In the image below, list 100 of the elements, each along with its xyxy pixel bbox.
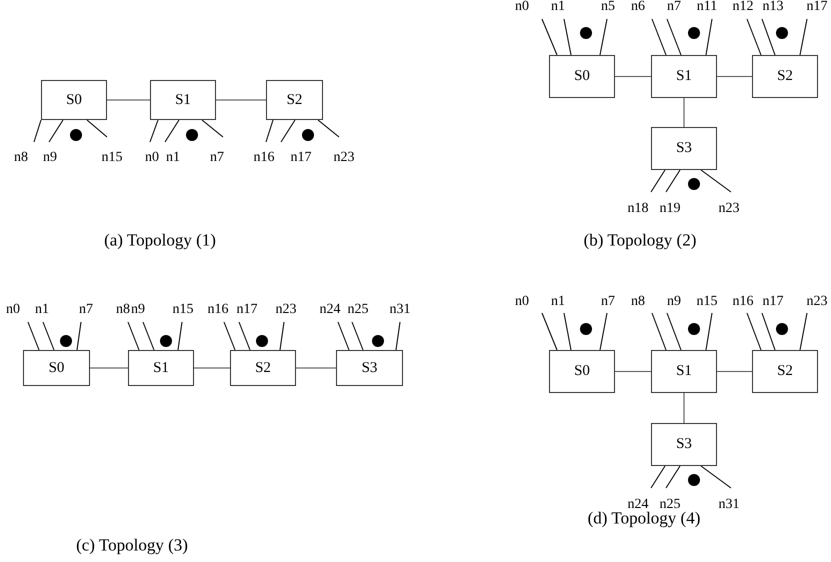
link-line [28, 322, 40, 350]
link-line [800, 18, 808, 56]
host-label: n13 [762, 0, 784, 14]
switch-box: S0 [549, 350, 615, 393]
host-label: n9 [667, 295, 681, 309]
link-line [564, 18, 572, 56]
host-label: n8 [14, 151, 28, 165]
host-label: n18 [628, 202, 648, 216]
link-line [48, 120, 64, 142]
link-line [280, 120, 296, 142]
host-label: n15 [696, 295, 718, 309]
switch-box: S2 [266, 80, 323, 120]
switch-box: S2 [752, 350, 818, 393]
link-line [142, 322, 154, 350]
link-line [396, 322, 400, 350]
host-label: n1 [35, 303, 49, 317]
caption: (a) Topology (1) [104, 232, 216, 248]
host-label: n17 [762, 295, 784, 309]
host-label: n1 [551, 0, 565, 14]
host-label: n23 [806, 295, 828, 309]
host-label: n16 [254, 151, 274, 165]
link-line [564, 312, 572, 350]
switch-box: S3 [651, 127, 717, 170]
link-line [86, 120, 108, 138]
host-label: n6 [631, 0, 645, 14]
link-line [614, 76, 652, 77]
host-label: n16 [208, 303, 228, 317]
link-line [650, 466, 666, 488]
host-label: n25 [660, 498, 680, 512]
switch-box: S3 [651, 423, 717, 466]
host-label: n0 [515, 295, 529, 309]
link-line [716, 371, 752, 372]
host-label: n0 [145, 151, 159, 165]
link-line [542, 312, 558, 350]
host-label: n7 [210, 151, 224, 165]
link-line [164, 120, 180, 142]
switch-box: S1 [651, 55, 717, 98]
host-label: n8 [631, 295, 645, 309]
host-label: n24 [628, 498, 648, 512]
host-label: n0 [6, 303, 20, 317]
link-line [280, 322, 284, 350]
link-line [224, 322, 236, 350]
link-line [600, 312, 608, 350]
link-line [706, 312, 712, 350]
link-line [652, 18, 666, 56]
link-line [76, 322, 82, 350]
host-label: n17 [236, 303, 258, 317]
caption: (c) Topology (3) [76, 536, 188, 554]
switch-box: S0 [41, 80, 107, 120]
host-label: n17 [806, 0, 828, 14]
switch-box: S3 [336, 350, 403, 386]
host-label: n19 [660, 202, 680, 216]
host-label: n11 [696, 0, 718, 14]
switch-box: S2 [230, 350, 296, 386]
switch-box: S2 [752, 55, 818, 98]
link-line [800, 312, 808, 350]
link-line [614, 371, 652, 372]
host-label: n8 [116, 303, 130, 317]
link-line [650, 170, 666, 192]
host-label: n15 [172, 303, 194, 317]
link-line [762, 312, 776, 350]
link-line [542, 18, 558, 56]
host-label: n24 [320, 303, 340, 317]
link-line [600, 18, 608, 56]
host-label: n9 [43, 151, 57, 165]
switch-box: S1 [651, 350, 717, 393]
link-line [652, 312, 666, 350]
link-line [352, 322, 364, 350]
link-line [238, 322, 250, 350]
caption: (b) Topology (2) [584, 232, 696, 248]
host-label: n23 [334, 151, 354, 165]
host-label: n31 [718, 498, 740, 512]
link-line [666, 466, 680, 488]
switch-box: S1 [150, 80, 216, 120]
link-line [706, 18, 712, 56]
link-line [746, 312, 762, 350]
host-label: n1 [166, 151, 180, 165]
switch-box: S0 [23, 350, 90, 386]
host-label: n5 [601, 0, 615, 14]
host-label: n12 [732, 0, 754, 14]
switch-box: S0 [549, 55, 615, 98]
link-line [34, 120, 42, 142]
link-line [150, 120, 158, 142]
host-label: n7 [79, 303, 93, 317]
link-line [338, 322, 350, 350]
link-line [700, 466, 732, 488]
link-line [178, 322, 182, 350]
host-label: n7 [601, 295, 615, 309]
host-label: n1 [551, 295, 565, 309]
switch-box: S1 [128, 350, 194, 386]
host-label: n25 [348, 303, 368, 317]
link-line [762, 18, 776, 56]
host-label: n16 [732, 295, 754, 309]
link-line [266, 120, 274, 142]
host-label: n31 [390, 303, 410, 317]
link-line [746, 18, 762, 56]
host-label: n23 [276, 303, 296, 317]
link-line [666, 18, 682, 56]
link-line [666, 312, 682, 350]
host-label: n15 [102, 151, 122, 165]
